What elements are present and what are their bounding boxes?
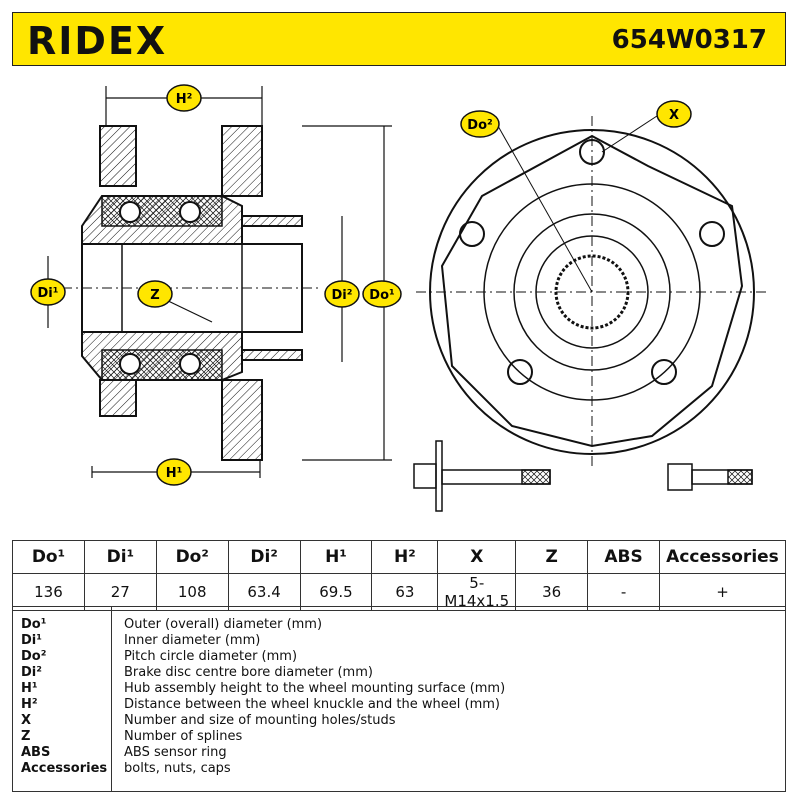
spec-header-cell: H² [371, 540, 439, 574]
upper-disc-seat [241, 215, 303, 227]
stud-hole-bottom-right [651, 359, 677, 385]
label-do2: Do² [460, 110, 500, 138]
lower-flange-right [221, 379, 263, 461]
part-number: 654W0317 [611, 25, 767, 55]
legend-row: H¹ Hub assembly height to the wheel mount… [13, 681, 785, 697]
legend-key: H¹ [21, 681, 38, 696]
flange-outline [440, 134, 744, 448]
spec-header-cell: Accessories [658, 540, 787, 574]
legend-desc: ABS sensor ring [124, 745, 227, 760]
svg-text:H²: H² [176, 92, 193, 107]
legend-row: Di¹ Inner diameter (mm) [13, 633, 785, 649]
legend-key: ABS [21, 745, 51, 760]
svg-text:Di²: Di² [332, 288, 353, 303]
spec-header-cell: H¹ [299, 540, 373, 574]
spec-header-cell: Di¹ [83, 540, 157, 574]
bolt-thread [521, 469, 551, 485]
lower-bearing-ball-left [119, 353, 141, 375]
spec-header-cell: Z [515, 540, 589, 574]
screw-head [667, 463, 693, 491]
accessory-bolts [413, 440, 753, 512]
legend-desc: Brake disc centre bore diameter (mm) [124, 665, 373, 680]
spec-header-cell: Di² [227, 540, 301, 574]
spec-header-cell: X [437, 540, 517, 574]
svg-text:Di¹: Di¹ [38, 286, 59, 301]
bolt-head [413, 463, 437, 489]
spec-value-row: 136 27 108 63.4 69.5 63 5-M14x1.5 36 - + [12, 573, 787, 611]
legend-desc: bolts, nuts, caps [124, 761, 231, 776]
label-h2: H² [166, 84, 202, 112]
spec-value-cell: 108 [155, 573, 229, 611]
label-do1: Do¹ [362, 280, 402, 308]
stud-hole-right [699, 221, 725, 247]
legend-row: Z Number of splines [13, 729, 785, 745]
spec-header-cell: Do¹ [12, 540, 85, 574]
technical-drawing: H² H¹ Di¹ Z Di² Do¹ Do² X [30, 84, 768, 512]
legend-key: Di² [21, 665, 42, 680]
legend-desc: Number and size of mounting holes/studs [124, 713, 396, 728]
screw-thread [727, 469, 753, 485]
lower-bearing-ball-right [179, 353, 201, 375]
legend-row: Di² Brake disc centre bore diameter (mm) [13, 665, 785, 681]
stud-hole-bottom-left [507, 359, 533, 385]
hub-cross-section [62, 125, 322, 461]
legend-key: Z [21, 729, 31, 744]
label-x: X [656, 100, 692, 128]
header-bar: RIDEX 654W0317 [12, 12, 786, 66]
legend-row: ABS ABS sensor ring [13, 745, 785, 761]
spec-value-cell: 69.5 [299, 573, 373, 611]
spec-value-cell: 136 [12, 573, 85, 611]
upper-bearing-ball-left [119, 201, 141, 223]
legend-row: Do¹ Outer (overall) diameter (mm) [13, 617, 785, 633]
svg-text:X: X [669, 108, 679, 123]
legend-desc: Hub assembly height to the wheel mountin… [124, 681, 506, 696]
svg-text:Do²: Do² [467, 118, 492, 133]
spec-value-cell: 36 [515, 573, 589, 611]
svg-text:H¹: H¹ [166, 466, 183, 481]
legend-desc: Number of splines [124, 729, 243, 744]
legend-desc: Pitch circle diameter (mm) [124, 649, 298, 664]
legend-row: X Number and size of mounting holes/studs [13, 713, 785, 729]
legend-row: H² Distance between the wheel knuckle and… [13, 697, 785, 713]
upper-bearing-ball-right [179, 201, 201, 223]
legend-desc: Distance between the wheel knuckle and t… [124, 697, 500, 712]
label-h1: H¹ [156, 458, 192, 486]
spec-value-cell: 27 [83, 573, 157, 611]
lower-disc-seat [241, 349, 303, 361]
spec-value-cell: + [658, 573, 787, 611]
svg-text:Z: Z [150, 288, 159, 303]
stud-hole-left [459, 221, 485, 247]
legend-desc: Outer (overall) diameter (mm) [124, 617, 323, 632]
legend-divider [111, 607, 112, 791]
upper-flange-right [221, 125, 263, 197]
legend-key: Do¹ [21, 617, 47, 632]
spec-value-cell: - [587, 573, 660, 611]
bolt-flange [435, 440, 443, 512]
legend-key: Do² [21, 649, 47, 664]
legend-key: Di¹ [21, 633, 42, 648]
hub-front-view [416, 113, 768, 468]
spec-header-cell: ABS [587, 540, 660, 574]
spec-value-cell: 63.4 [227, 573, 301, 611]
legend-row: Do² Pitch circle diameter (mm) [13, 649, 785, 665]
spec-header-row: Do¹ Di¹ Do² Di² H¹ H² X Z ABS Accessorie… [12, 540, 787, 574]
spec-value-cell: 5-M14x1.5 [437, 573, 517, 611]
label-z: Z [137, 280, 173, 308]
legend-key: X [21, 713, 32, 728]
legend-key: H² [21, 697, 38, 712]
upper-flange-left [99, 125, 137, 187]
spec-header-cell: Do² [155, 540, 229, 574]
legend-desc: Inner diameter (mm) [124, 633, 261, 648]
legend-key: Accessories [21, 761, 108, 776]
legend-row: Accessories bolts, nuts, caps [13, 761, 785, 777]
brand-logo: RIDEX [27, 19, 168, 63]
label-di2: Di² [324, 280, 360, 308]
label-di1: Di¹ [30, 278, 66, 306]
spec-value-cell: 63 [371, 573, 439, 611]
legend-box: Do¹ Outer (overall) diameter (mm) Di¹ Inne… [12, 606, 786, 792]
svg-text:Do¹: Do¹ [369, 288, 394, 303]
spec-table: Do¹ Di¹ Do² Di² H¹ H² X Z ABS Accessorie… [12, 540, 787, 611]
lower-flange-left [99, 379, 137, 417]
